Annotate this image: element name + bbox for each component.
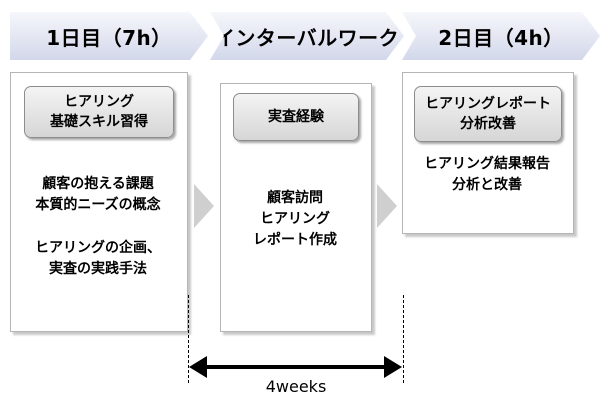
- arrow-right-icon: [194, 184, 214, 228]
- interval-end-line: [403, 295, 404, 383]
- phase2-skill-button: 実査経験: [233, 93, 359, 141]
- phase1-header: 1日目（7h）: [10, 12, 208, 60]
- interval-duration-label: 4weeks: [265, 377, 327, 396]
- phase1-skill-button: ヒアリング 基礎スキル習得: [24, 86, 174, 138]
- arrow-right-icon: [377, 184, 397, 228]
- interval-start-line: [188, 295, 189, 383]
- phase3-header: 2日目（4h）: [402, 12, 600, 60]
- phase1-desc-concepts: 顧客の抱える課題 本質的ニーズの概念: [35, 176, 161, 213]
- phase3-skill-button: ヒアリングレポート 分析改善: [414, 86, 562, 142]
- phase2-header: インターバルワーク: [210, 12, 404, 60]
- phase1-desc-methods: ヒアリングの企画、 実査の実践手法: [35, 240, 161, 277]
- phase3-desc: ヒアリング結果報告 分析と改善: [424, 156, 550, 193]
- phase2-desc: 顧客訪問 ヒアリング レポート作成: [253, 190, 337, 248]
